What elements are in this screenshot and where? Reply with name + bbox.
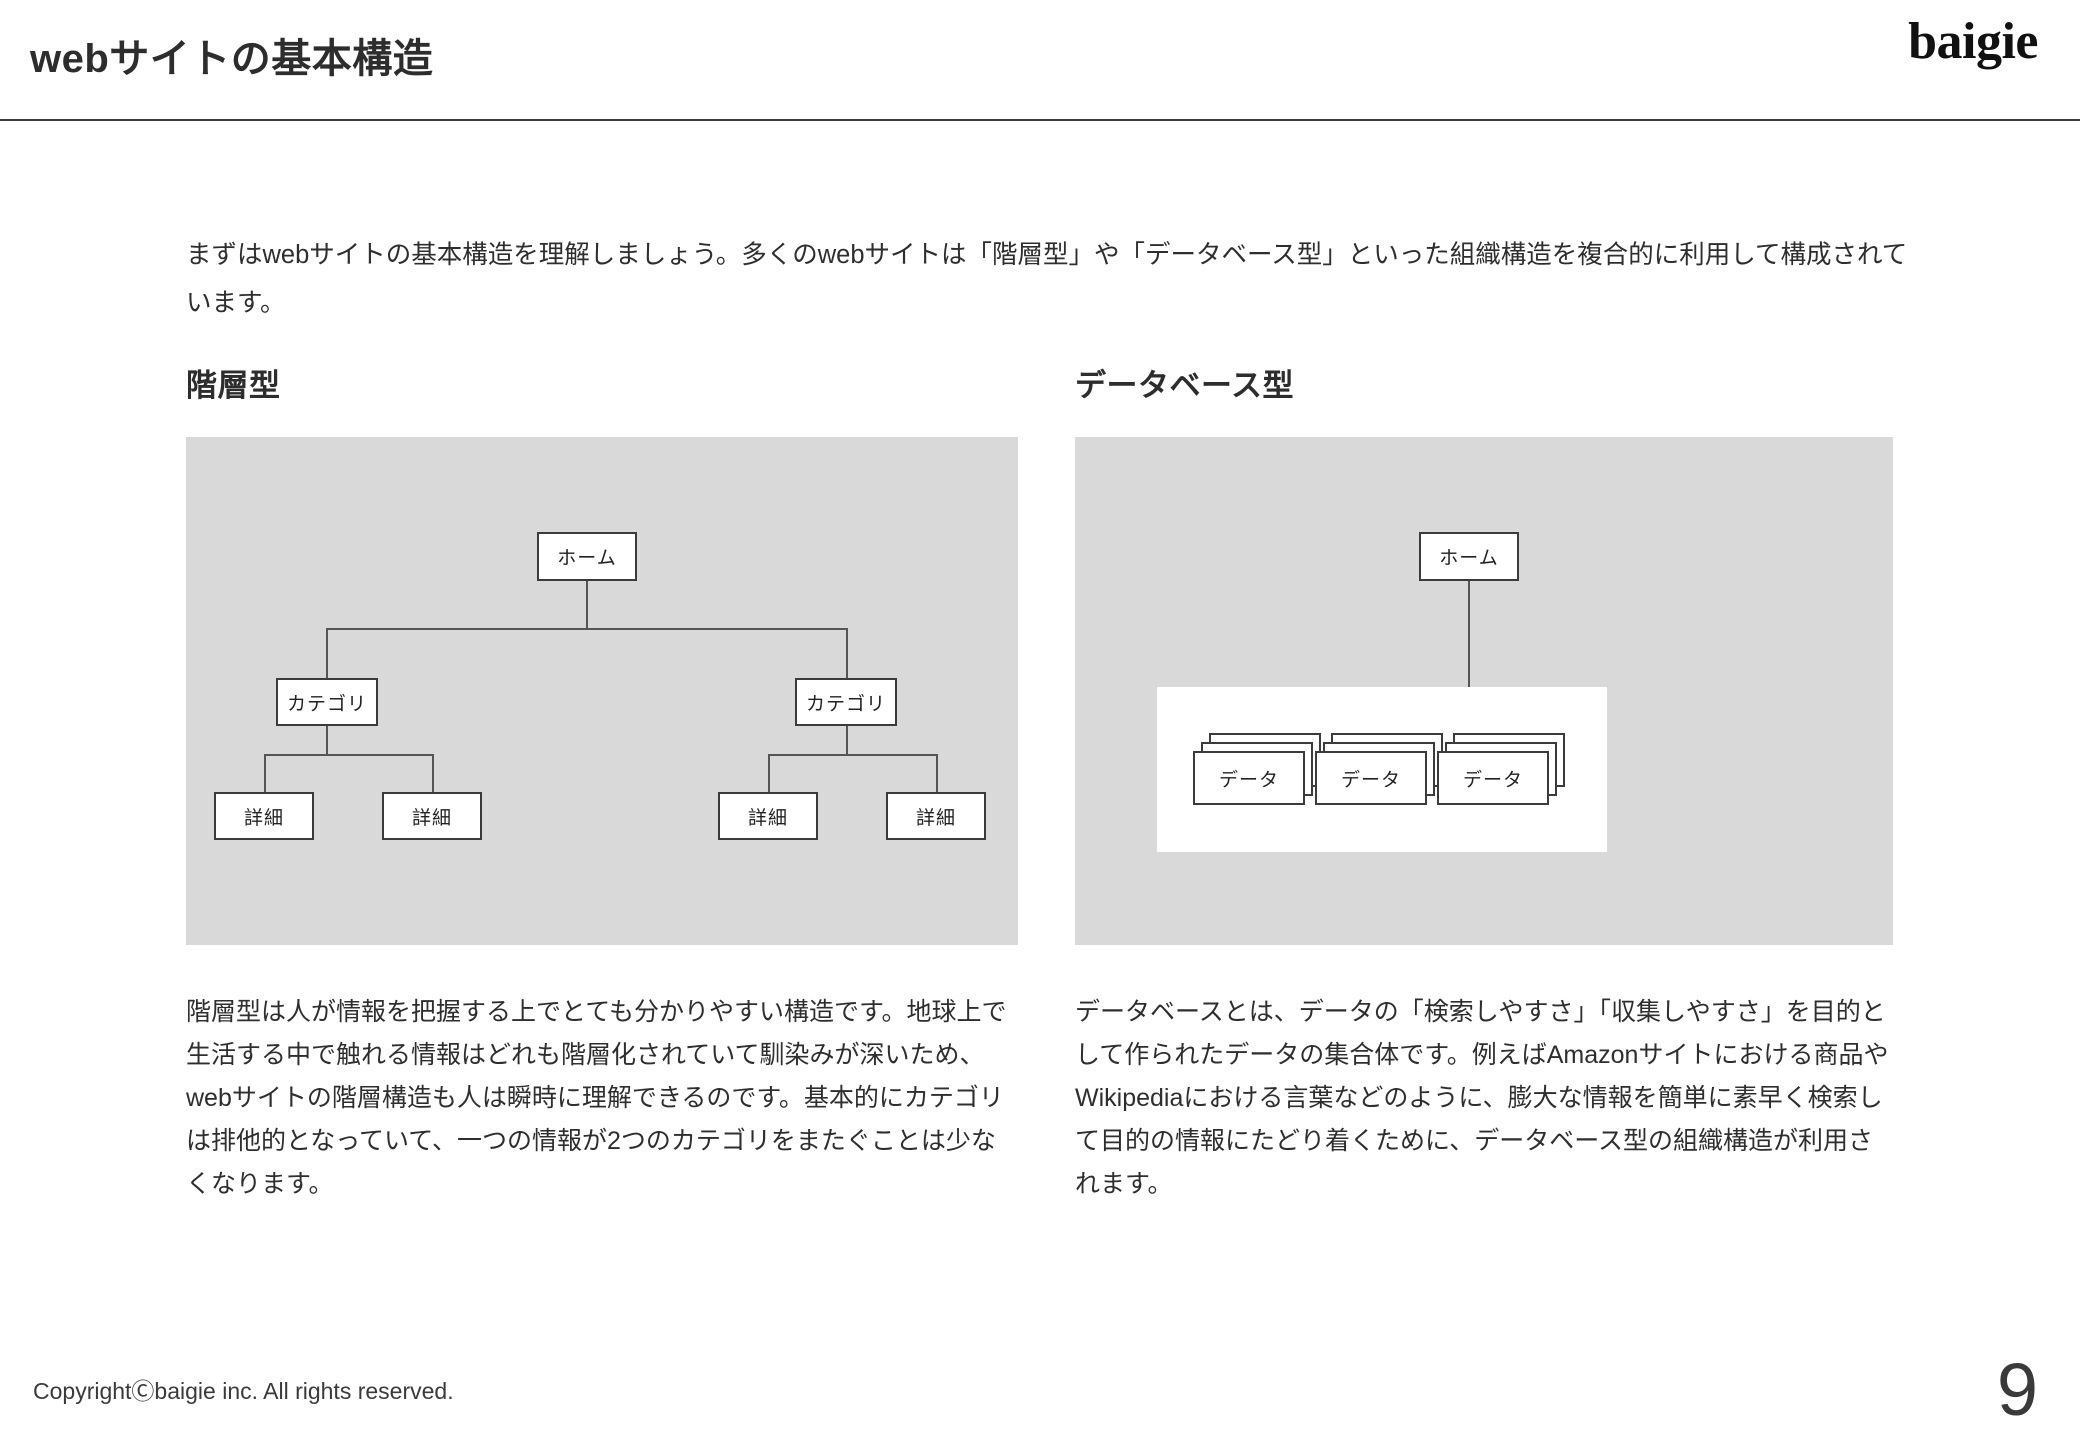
connector-home-to-datastore <box>1468 581 1470 687</box>
heading-database: データベース型 <box>1075 368 1294 403</box>
tree-node-home-label: ホーム <box>557 548 617 569</box>
db-node-home-label: ホーム <box>1439 548 1499 569</box>
section-hierarchy: 階層型 ホーム カテゴリ カテゴリ 詳細 詳細 <box>186 370 1018 1231</box>
connector-root-down <box>586 581 588 629</box>
data-card-stack-1: データ <box>1193 733 1321 805</box>
tree-node-category-2: カテゴリ <box>795 678 897 726</box>
db-node-home: ホーム <box>1419 532 1519 581</box>
diagram-hierarchy-tree: ホーム カテゴリ カテゴリ 詳細 詳細 詳細 <box>186 437 1018 945</box>
heading-hierarchy: 階層型 <box>186 368 281 403</box>
connector-cat2-down <box>846 726 848 755</box>
diagram-database: ホーム データ データ <box>1075 437 1893 945</box>
footer-page-number: 9 <box>1996 1348 2038 1431</box>
page-title: webサイトの基本構造 <box>30 37 434 81</box>
intro-paragraph: まずはwebサイトの基本構造を理解しましょう。多くのwebサイトは「階層型」や「… <box>186 240 1908 317</box>
data-card-label: データ <box>1218 769 1279 791</box>
connector-detail4-drop <box>936 754 938 793</box>
body-hierarchy: 階層型は人が情報を把握する上でとても分かりやすい構造です。地球上で生活する中で触… <box>186 998 1007 1198</box>
data-card-front: データ <box>1315 751 1427 805</box>
tree-node-detail-1: 詳細 <box>214 792 314 840</box>
tree-node-detail-2-label: 詳細 <box>411 807 452 829</box>
data-card-label: データ <box>1462 769 1523 791</box>
datastore-container: データ データ データ <box>1157 687 1607 852</box>
tree-node-detail-4-label: 詳細 <box>915 807 956 829</box>
data-card-stack-3: データ <box>1437 733 1565 805</box>
body-database: データベースとは、データの「検索しやすさ」「収集しやすさ」を目的として作られたデ… <box>1075 998 1889 1198</box>
connector-detail1-drop <box>264 754 266 793</box>
connector-level2-bus <box>326 628 847 630</box>
tree-node-category-2-label: カテゴリ <box>805 693 886 715</box>
tree-node-detail-3-label: 詳細 <box>747 807 788 829</box>
tree-node-detail-4: 詳細 <box>886 792 986 840</box>
tree-node-category-1-label: カテゴリ <box>286 693 367 715</box>
data-card-stack-2: データ <box>1315 733 1443 805</box>
slide-header: webサイトの基本構造 baigie <box>0 0 2080 121</box>
footer-copyright: CopyrightⒸbaigie inc. All rights reserve… <box>33 1378 454 1404</box>
connector-cat1-down <box>326 726 328 755</box>
section-database: データベース型 ホーム データ データ <box>1075 370 1893 1231</box>
connector-level3-bus-right <box>768 754 938 756</box>
tree-node-home: ホーム <box>537 532 637 581</box>
connector-detail2-drop <box>432 754 434 793</box>
brand-logo: baigie <box>1908 13 2038 70</box>
data-card-front: データ <box>1193 751 1305 805</box>
connector-level3-bus-left <box>264 754 434 756</box>
connector-level2-right-drop <box>846 628 848 679</box>
tree-node-detail-2: 詳細 <box>382 792 482 840</box>
tree-node-detail-3: 詳細 <box>718 792 818 840</box>
tree-node-category-1: カテゴリ <box>276 678 378 726</box>
connector-detail3-drop <box>768 754 770 793</box>
data-card-front: データ <box>1437 751 1549 805</box>
data-card-label: データ <box>1340 769 1401 791</box>
header-divider <box>0 119 2080 121</box>
tree-node-detail-1-label: 詳細 <box>243 807 284 829</box>
connector-level2-left-drop <box>326 628 328 679</box>
